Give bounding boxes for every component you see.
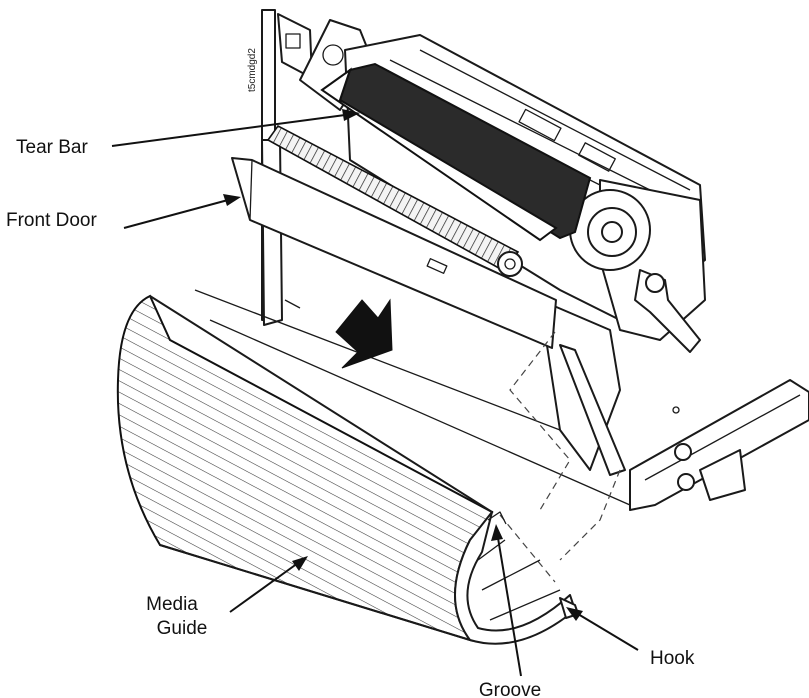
label-hook: Hook [650, 648, 695, 669]
front-door [231, 157, 557, 349]
callout-media-guide [229, 556, 308, 613]
callout-front-door [123, 194, 241, 229]
label-media-guide-line2: Guide [157, 618, 208, 639]
label-groove: Groove [479, 680, 541, 698]
guide-lines [194, 289, 631, 506]
platen-spring [266, 124, 523, 277]
label-media-guide-line1: Media [146, 594, 198, 615]
callout-hook [566, 607, 639, 651]
figure-code: t5cmdgd2 [247, 48, 258, 92]
door-hinge-strip [559, 344, 626, 476]
label-front-door: Front Door [6, 210, 97, 231]
label-tear-bar: Tear Bar [16, 137, 88, 158]
callout-tear-bar [111, 109, 360, 147]
tear-bar [320, 62, 592, 242]
installation-arrow [335, 298, 393, 369]
callout-groove [491, 524, 522, 677]
placement-dashed-lines [499, 331, 621, 583]
